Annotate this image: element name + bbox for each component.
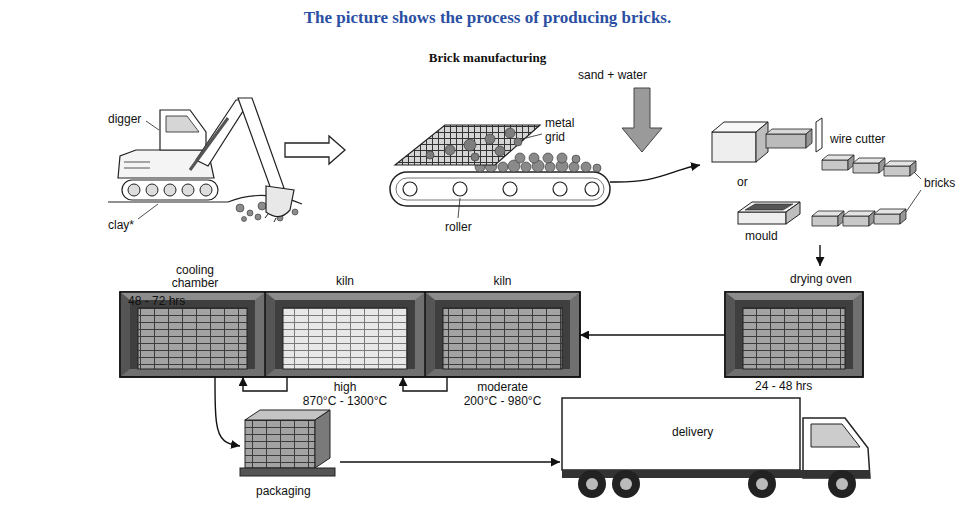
block-arrow xyxy=(285,136,345,164)
flow-arrow xyxy=(610,165,700,182)
digger-stage: digger clay* xyxy=(95,92,285,252)
leader-line xyxy=(458,198,460,218)
node-label: wire cutter xyxy=(830,132,885,146)
node-label: clay* xyxy=(108,218,134,232)
node-label: roller xyxy=(445,220,472,234)
caption-heading: The picture shows the process of produci… xyxy=(0,8,975,28)
shaping-drawing xyxy=(712,118,921,226)
cooling-chamber: cooling chamber48 - 72 hrs xyxy=(120,292,265,377)
node-label: bricks xyxy=(924,176,955,190)
flow-arrow xyxy=(580,334,725,335)
leader-line xyxy=(914,172,921,179)
kiln-chamber: kilnhigh870°C - 1300°C xyxy=(265,292,425,377)
flow-arrow xyxy=(403,377,447,391)
leader-line xyxy=(526,134,542,138)
shaping-stage: wire cutter or bricks mould xyxy=(700,110,965,245)
diagram-title: Brick manufacturing xyxy=(0,50,975,66)
node-label: cooling chamber xyxy=(160,264,230,290)
node-label: 24 - 48 hrs xyxy=(755,379,812,393)
truck-drawing xyxy=(562,398,870,498)
ingredient-label: sand + water xyxy=(578,68,647,82)
node-label: metal grid xyxy=(545,116,585,144)
node-label: mould xyxy=(745,229,778,243)
sand-water-arrow xyxy=(622,88,662,152)
node-label: packaging xyxy=(256,484,311,498)
pallet-drawing xyxy=(240,410,335,476)
conveyor-stage: metal grid roller xyxy=(345,110,610,240)
digger-drawing xyxy=(108,98,302,222)
node-label: kiln xyxy=(425,274,580,288)
node-label: digger xyxy=(108,112,141,126)
flow-arrow xyxy=(215,377,240,446)
drying-oven-drawing xyxy=(725,292,863,377)
flow-arrow xyxy=(819,245,820,266)
node-label: 870°C - 1300°C xyxy=(265,394,425,408)
leader-line xyxy=(138,204,158,219)
node-label: kiln xyxy=(265,274,425,288)
conveyor-drawing xyxy=(390,125,610,218)
kiln-drawing xyxy=(120,292,580,377)
delivery-truck: delivery xyxy=(560,395,875,503)
node-label: delivery xyxy=(672,425,713,439)
kiln-chamber: kilnmoderate200°C - 980°C xyxy=(425,292,580,377)
node-label: drying oven xyxy=(783,272,859,286)
packaging-stage: packaging xyxy=(240,405,340,500)
node-label: or xyxy=(737,175,748,189)
node-label: moderate xyxy=(425,380,580,394)
flow-arrow xyxy=(340,461,560,462)
drying-oven: drying oven24 - 48 hrs xyxy=(725,266,863,377)
flow-arrow xyxy=(243,377,287,391)
node-label: high xyxy=(265,380,425,394)
node-label: 200°C - 980°C xyxy=(425,394,580,408)
leader-line xyxy=(906,190,921,212)
node-label: 48 - 72 hrs xyxy=(128,294,185,308)
leader-line xyxy=(146,121,159,130)
